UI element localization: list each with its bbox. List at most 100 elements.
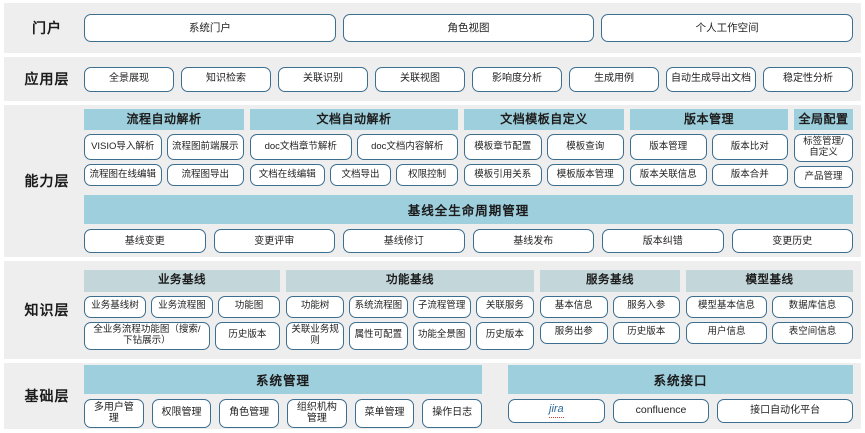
- baseline-item-change-review[interactable]: 变更评审: [213, 229, 335, 254]
- capability-row: 模板引用关系 模板版本管理: [464, 164, 624, 187]
- know-item-subprocess-mgmt[interactable]: 子流程管理: [412, 295, 471, 318]
- base-item-confluence[interactable]: confluence: [612, 398, 710, 423]
- capability-row: VISIO导入解析 流程图前端展示: [84, 134, 244, 161]
- baseline-item-change-history[interactable]: 变更历史: [731, 229, 853, 254]
- baseline-lifecycle-section: 基线全生命周期管理 基线变更 变更评审 基线修订 基线发布 版本纠错 变更历史: [84, 195, 853, 254]
- know-item-service-input-params[interactable]: 服务入参: [612, 295, 680, 318]
- knowledge-row: 用户信息 表空间信息: [686, 321, 853, 344]
- base-item-permission-mgmt[interactable]: 权限管理: [151, 398, 212, 428]
- knowledge-row: 业务基线树 业务流程图 功能图: [84, 295, 280, 318]
- base-item-org-structure-mgmt[interactable]: 组织机构管理: [287, 398, 347, 428]
- cap-item-visio-import-parse[interactable]: VISIO导入解析: [84, 134, 162, 161]
- cap-item-flowchart-export[interactable]: 流程图导出: [166, 164, 244, 187]
- cap-item-template-chapter-config[interactable]: 模板章节配置: [464, 134, 542, 161]
- layer-band-portal: 门户 系统门户 角色视图 个人工作空间: [4, 3, 861, 53]
- portal-item-role-view[interactable]: 角色视图: [342, 14, 595, 42]
- cap-item-tag-mgmt-custom[interactable]: 标签管理/自定义: [794, 134, 853, 163]
- cap-item-version-relation-info[interactable]: 版本关联信息: [630, 164, 707, 187]
- app-item-stability-analysis[interactable]: 稳定性分析: [763, 66, 853, 92]
- app-item-relation-recognition[interactable]: 关联识别: [278, 66, 368, 92]
- know-item-related-service[interactable]: 关联服务: [475, 295, 534, 318]
- cap-item-doc-export[interactable]: 文档导出: [329, 164, 392, 187]
- portal-item-system-portal[interactable]: 系统门户: [84, 14, 336, 42]
- cap-item-version-merge[interactable]: 版本合并: [711, 164, 788, 187]
- know-item-function-panorama[interactable]: 功能全景图: [412, 321, 471, 350]
- app-item-auto-export-doc[interactable]: 自动生成导出文档: [666, 66, 756, 92]
- capability-row: 版本关联信息 版本合并: [630, 164, 788, 187]
- knowledge-column-service-baseline: 服务基线 基本信息 服务入参 服务出参 历史版本: [540, 270, 680, 344]
- base-item-operation-log[interactable]: 操作日志: [422, 398, 483, 428]
- base-item-jira[interactable]: jira: [508, 398, 605, 423]
- knowledge-column-business-baseline: 业务基线 业务基线树 业务流程图 功能图 全业务流程功能图（搜索/下钻展示） 历…: [84, 270, 280, 350]
- capability-row: 模板章节配置 模板查询: [464, 134, 624, 161]
- baseline-item-revision[interactable]: 基线修订: [343, 229, 465, 254]
- cap-item-doc-content-parse[interactable]: doc文档内容解析: [356, 134, 458, 161]
- jira-label: jira: [549, 403, 564, 418]
- base-item-interface-automation-platform[interactable]: 接口自动化平台: [717, 398, 854, 423]
- know-item-basic-info[interactable]: 基本信息: [540, 295, 608, 318]
- capability-column-head-process-parse: 流程自动解析: [84, 108, 244, 131]
- baseline-item-release[interactable]: 基线发布: [472, 229, 594, 254]
- cap-item-doc-chapter-parse[interactable]: doc文档章节解析: [250, 134, 352, 161]
- app-item-panorama[interactable]: 全景展现: [84, 66, 174, 92]
- layer-band-application: 应用层 全景展现 知识检索 关联识别 关联视图 影响度分析 生成用例 自动生成导…: [4, 57, 861, 101]
- base-item-role-mgmt[interactable]: 角色管理: [219, 398, 280, 428]
- capability-column-head-global-config: 全局配置: [794, 108, 853, 131]
- knowledge-column-head-model-baseline: 模型基线: [686, 270, 853, 292]
- know-item-history-version-business[interactable]: 历史版本: [214, 321, 280, 350]
- base-item-menu-mgmt[interactable]: 菜单管理: [354, 398, 415, 428]
- know-item-tablespace-info[interactable]: 表空间信息: [772, 321, 853, 344]
- capability-column-doc-parse: 文档自动解析 doc文档章节解析 doc文档内容解析 文档在线编辑 文档导出 权…: [250, 108, 458, 187]
- know-item-all-business-process-function-map[interactable]: 全业务流程功能图（搜索/下钻展示）: [84, 321, 210, 350]
- know-item-business-flowchart[interactable]: 业务流程图: [151, 295, 213, 318]
- know-item-function-map[interactable]: 功能图: [218, 295, 280, 318]
- base-item-multi-user-mgmt[interactable]: 多用户管理: [84, 398, 144, 428]
- baseline-item-version-correction[interactable]: 版本纠错: [602, 229, 724, 254]
- capability-column-global-config: 全局配置 标签管理/自定义 产品管理: [794, 108, 853, 189]
- foundation-row-system-mgmt: 多用户管理 权限管理 角色管理 组织机构管理 菜单管理 操作日志: [84, 398, 483, 428]
- confluence-label: confluence: [635, 404, 687, 417]
- foundation-row-system-interface: jira confluence 接口自动化平台: [508, 398, 854, 423]
- know-item-attribute-configurable[interactable]: 属性可配置: [349, 321, 408, 350]
- cap-item-flowchart-frontend-display[interactable]: 流程图前端展示: [166, 134, 244, 161]
- know-item-history-version-function[interactable]: 历史版本: [475, 321, 534, 350]
- know-item-service-output-params[interactable]: 服务出参: [540, 321, 608, 344]
- cap-item-doc-online-edit[interactable]: 文档在线编辑: [250, 164, 325, 187]
- app-item-relation-view[interactable]: 关联视图: [375, 66, 465, 92]
- know-item-model-basic-info[interactable]: 模型基本信息: [686, 295, 767, 318]
- know-item-function-tree[interactable]: 功能树: [286, 295, 345, 318]
- baseline-item-change[interactable]: 基线变更: [84, 229, 206, 254]
- cap-item-template-version-mgmt[interactable]: 模板版本管理: [546, 164, 624, 187]
- layer-label-foundation: 基础层: [24, 387, 70, 404]
- capability-columns: 流程自动解析 VISIO导入解析 流程图前端展示 流程图在线编辑 流程图导出 文…: [84, 108, 853, 189]
- know-item-business-baseline-tree[interactable]: 业务基线树: [84, 295, 146, 318]
- know-item-database-info[interactable]: 数据库信息: [772, 295, 853, 318]
- know-item-history-version-service[interactable]: 历史版本: [612, 321, 680, 344]
- foundation-column-system-interface: 系统接口 jira confluence 接口自动化平台: [508, 364, 854, 428]
- cap-item-permission-control[interactable]: 权限控制: [396, 164, 458, 187]
- know-item-related-business-rule[interactable]: 关联业务规则: [286, 321, 345, 350]
- know-item-user-info[interactable]: 用户信息: [686, 321, 767, 344]
- baseline-lifecycle-items: 基线变更 变更评审 基线修订 基线发布 版本纠错 变更历史: [84, 229, 853, 254]
- know-item-system-flowchart[interactable]: 系统流程图: [349, 295, 408, 318]
- capability-column-head-version-mgmt: 版本管理: [630, 108, 788, 131]
- knowledge-columns: 业务基线 业务基线树 业务流程图 功能图 全业务流程功能图（搜索/下钻展示） 历…: [84, 270, 853, 350]
- capability-row: 产品管理: [794, 166, 853, 189]
- portal-item-personal-workspace[interactable]: 个人工作空间: [601, 14, 854, 42]
- cap-item-flowchart-online-edit[interactable]: 流程图在线编辑: [84, 164, 162, 187]
- app-item-generate-case[interactable]: 生成用例: [569, 66, 659, 92]
- cap-item-product-mgmt[interactable]: 产品管理: [794, 166, 853, 189]
- cap-item-version-management[interactable]: 版本管理: [630, 134, 707, 161]
- foundation-columns: 系统管理 多用户管理 权限管理 角色管理 组织机构管理 菜单管理 操作日志 系统…: [84, 364, 854, 428]
- knowledge-column-function-baseline: 功能基线 功能树 系统流程图 子流程管理 关联服务 关联业务规则 属性可配置 功…: [286, 270, 534, 350]
- capability-row: doc文档章节解析 doc文档内容解析: [250, 134, 458, 161]
- app-item-knowledge-search[interactable]: 知识检索: [181, 66, 271, 92]
- portal-items-row: 系统门户 角色视图 个人工作空间: [84, 14, 854, 42]
- application-items-row: 全景展现 知识检索 关联识别 关联视图 影响度分析 生成用例 自动生成导出文档 …: [84, 66, 853, 92]
- cap-item-template-query[interactable]: 模板查询: [546, 134, 624, 161]
- cap-item-version-compare[interactable]: 版本比对: [711, 134, 788, 161]
- app-item-impact-analysis[interactable]: 影响度分析: [472, 66, 562, 92]
- capability-row: 版本管理 版本比对: [630, 134, 788, 161]
- cap-item-template-reference-relation[interactable]: 模板引用关系: [464, 164, 542, 187]
- baseline-lifecycle-head: 基线全生命周期管理: [84, 195, 853, 225]
